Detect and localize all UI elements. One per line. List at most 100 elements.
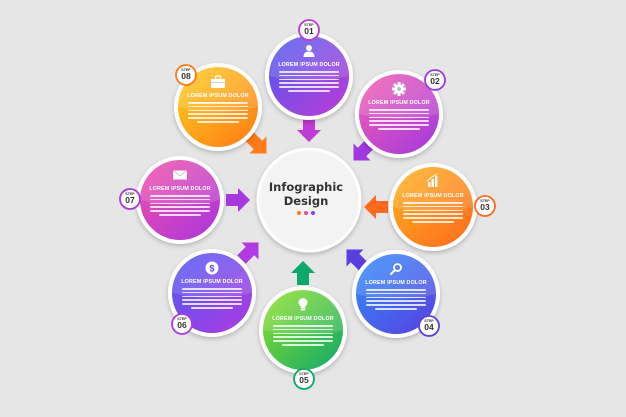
step-04-badge-circle [418, 315, 440, 337]
step-07-gloss [140, 160, 220, 205]
step-badge-label: STEP [424, 318, 434, 323]
placeholder-text-line [403, 205, 463, 208]
step-08-title: LOREM IPSUM DOLOR [187, 93, 249, 99]
step-04-title: LOREM IPSUM DOLOR [365, 280, 427, 286]
center-title-line1: Infographic [268, 180, 344, 194]
placeholder-text-line [273, 336, 333, 338]
placeholder-text-line [182, 288, 242, 290]
step-07-title: LOREM IPSUM DOLOR [149, 186, 211, 192]
step-07-arrow [226, 188, 250, 212]
step-04-arrow [346, 249, 368, 271]
step-03-badge-circle [474, 195, 496, 217]
placeholder-text-line [279, 78, 339, 81]
placeholder-text-line [150, 206, 210, 208]
placeholder-text-line [288, 89, 330, 92]
step-02-text: LOREM IPSUM DOLOR [367, 100, 431, 132]
placeholder-text-line [366, 304, 426, 306]
step-badge-number: 01 [304, 25, 314, 36]
placeholder-text-line [369, 109, 429, 111]
step-04-text: LOREM IPSUM DOLOR [364, 280, 428, 312]
step-02-gloss [359, 74, 439, 119]
placeholder-text-line [159, 213, 201, 216]
svg-text:$: $ [209, 263, 214, 273]
lightbulb-icon [298, 298, 308, 311]
step-badge-number: 02 [430, 75, 440, 86]
step-04-gloss [356, 254, 436, 299]
step-06-arrow [237, 242, 259, 264]
step-08-gloss [178, 67, 258, 112]
placeholder-text-line [378, 127, 420, 130]
step-03-gloss [393, 167, 473, 212]
step-badge-label: STEP [304, 22, 314, 27]
envelope-icon [172, 170, 188, 180]
step-03-text: LOREM IPSUM DOLOR [401, 193, 465, 225]
step-badge-label: STEP [480, 198, 490, 203]
placeholder-text-line [366, 300, 426, 302]
placeholder-text-line [150, 198, 210, 201]
placeholder-text-line [150, 195, 210, 197]
step-06-badge-circle [171, 313, 193, 335]
placeholder-text-line [369, 124, 429, 126]
placeholder-text-line [403, 217, 463, 219]
placeholder-text-line [273, 325, 333, 327]
bar-chart-icon [426, 173, 438, 187]
placeholder-text-line [188, 117, 248, 119]
placeholder-text-line [282, 343, 324, 346]
step-08-badge-circle [175, 64, 197, 86]
placeholder-text-line [366, 289, 426, 291]
center-dot-2 [304, 211, 308, 215]
placeholder-text-line [273, 332, 333, 335]
placeholder-text-line [182, 303, 242, 305]
step-02-title: LOREM IPSUM DOLOR [368, 100, 430, 106]
placeholder-text-line [273, 340, 333, 342]
user-icon [303, 45, 315, 57]
placeholder-text-line [150, 210, 210, 212]
step-02-badge-circle [424, 69, 446, 91]
step-01-text: LOREM IPSUM DOLOR [277, 62, 341, 94]
step-01-arrow [297, 118, 321, 142]
step-badge-number: 03 [480, 201, 490, 212]
placeholder-text-line [279, 86, 339, 88]
placeholder-text-line [403, 202, 463, 204]
step-08-text: LOREM IPSUM DOLOR [186, 93, 250, 125]
center-dots [256, 211, 356, 215]
step-01-badge-circle [298, 19, 320, 41]
step-badge-number: 06 [177, 319, 187, 330]
step-badge-number: 07 [125, 194, 135, 205]
step-badge-number: 08 [181, 70, 191, 81]
step-badge-label: STEP [430, 72, 440, 77]
placeholder-text-line [279, 82, 339, 84]
placeholder-text-line [182, 299, 242, 301]
step-badge-label: STEP [177, 316, 187, 321]
placeholder-text-line [188, 102, 248, 104]
placeholder-text-line [403, 209, 463, 212]
placeholder-text-line [188, 113, 248, 115]
step-badge-label: STEP [299, 371, 309, 376]
dollar-coin-icon: $ [205, 261, 219, 275]
step-05-text: LOREM IPSUM DOLOR [271, 316, 335, 348]
step-05-arrow [291, 261, 315, 285]
placeholder-text-line [412, 220, 454, 223]
placeholder-text-line [369, 116, 429, 119]
step-05-title: LOREM IPSUM DOLOR [272, 316, 334, 322]
step-06-title: LOREM IPSUM DOLOR [181, 279, 243, 285]
placeholder-text-line [150, 202, 210, 205]
step-badge-label: STEP [181, 67, 191, 72]
center-dot-3 [311, 211, 315, 215]
placeholder-text-line [188, 109, 248, 112]
placeholder-text-line [366, 296, 426, 299]
placeholder-text-line [403, 213, 463, 215]
gear-icon [392, 82, 406, 96]
step-05-badge-circle [293, 368, 315, 390]
placeholder-text-line [197, 120, 239, 123]
placeholder-text-line [369, 112, 429, 115]
